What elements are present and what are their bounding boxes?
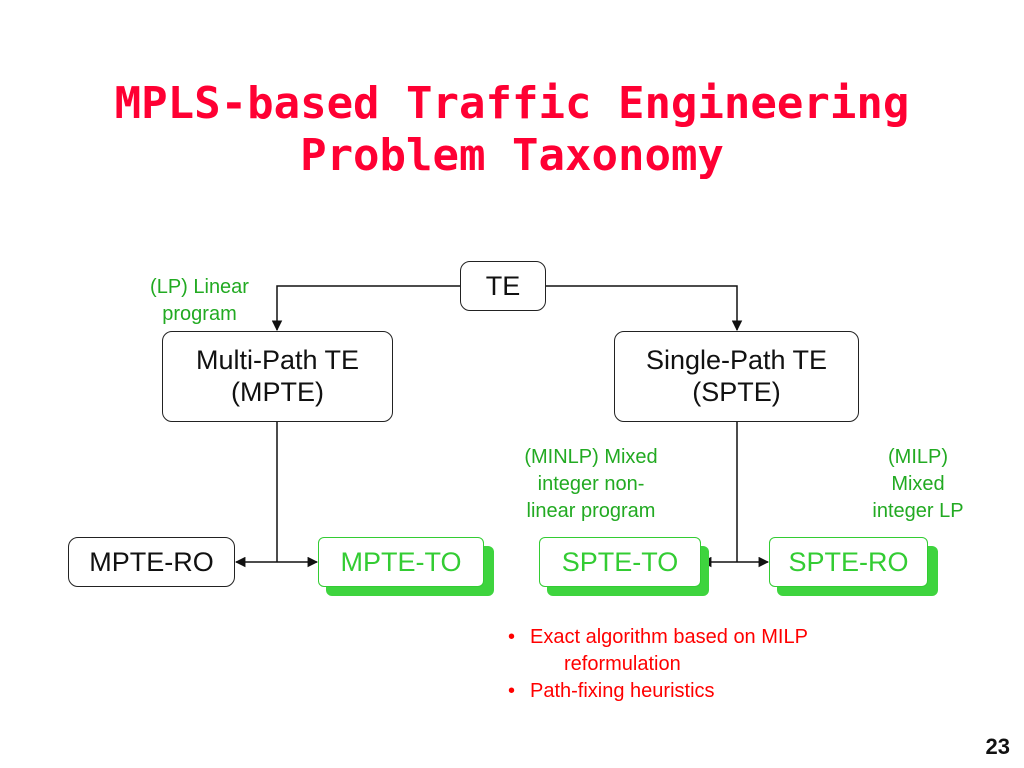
node-mpte-line-2: (MPTE) — [231, 377, 324, 407]
annotation-milp: (MILP) Mixed integer LP — [856, 444, 980, 525]
title-line-1: MPLS-based Traffic Engineering — [114, 78, 910, 129]
annotation-minlp: (MINLP) Mixed integer non- linear progra… — [496, 444, 686, 525]
node-te: TE — [460, 261, 546, 311]
edge-te-to-mpte — [271, 285, 460, 332]
edge-te-to-spte — [546, 285, 743, 332]
node-mpte-line-1: Multi-Path TE — [195, 345, 360, 375]
node-spte-to-label: SPTE-TO — [561, 547, 679, 577]
page-number: 23 — [985, 734, 1010, 759]
node-spte-ro: SPTE-RO — [769, 537, 928, 587]
title-line-2: Problem Taxonomy — [300, 130, 724, 181]
annotation-lp-line-1: (LP) Linear — [150, 276, 249, 298]
annotation-minlp-line-2: integer non- — [537, 473, 645, 495]
annotation-milp-line-2: Mixed — [891, 473, 945, 495]
node-spte-to: SPTE-TO — [539, 537, 701, 587]
annotation-milp-line-1: (MILP) — [888, 446, 948, 468]
bullet-item-exact-algorithm: Exact algorithm based on MILP reformulat… — [506, 624, 808, 678]
bullet-item-1-line-1: Exact algorithm based on MILP — [530, 626, 808, 648]
node-spte-line-2: (SPTE) — [692, 377, 781, 407]
bullet-item-1-line-2: reformulation — [564, 653, 681, 675]
node-te-label: TE — [485, 271, 521, 301]
annotation-lp-line-2: program — [162, 303, 237, 325]
annotation-minlp-line-1: (MINLP) Mixed — [524, 446, 658, 468]
bullet-item-2-text: Path-fixing heuristics — [530, 680, 715, 702]
annotation-minlp-line-3: linear program — [526, 500, 656, 522]
node-spte-line-1: Single-Path TE — [645, 345, 828, 375]
annotation-lp: (LP) Linear program — [132, 274, 267, 328]
node-mpte: Multi-Path TE (MPTE) — [162, 331, 393, 422]
node-mpte-to-label: MPTE-TO — [340, 547, 462, 577]
annotation-milp-line-3: integer LP — [872, 500, 964, 522]
bullet-item-path-fixing: Path-fixing heuristics — [506, 678, 808, 705]
bullet-list: Exact algorithm based on MILP reformulat… — [506, 624, 808, 705]
node-mpte-ro: MPTE-RO — [68, 537, 235, 587]
slide-title: MPLS-based Traffic Engineering Problem T… — [0, 78, 1024, 182]
node-spte: Single-Path TE (SPTE) — [614, 331, 859, 422]
node-mpte-to: MPTE-TO — [318, 537, 484, 587]
node-mpte-ro-label: MPTE-RO — [89, 547, 214, 577]
node-spte-ro-label: SPTE-RO — [788, 547, 909, 577]
